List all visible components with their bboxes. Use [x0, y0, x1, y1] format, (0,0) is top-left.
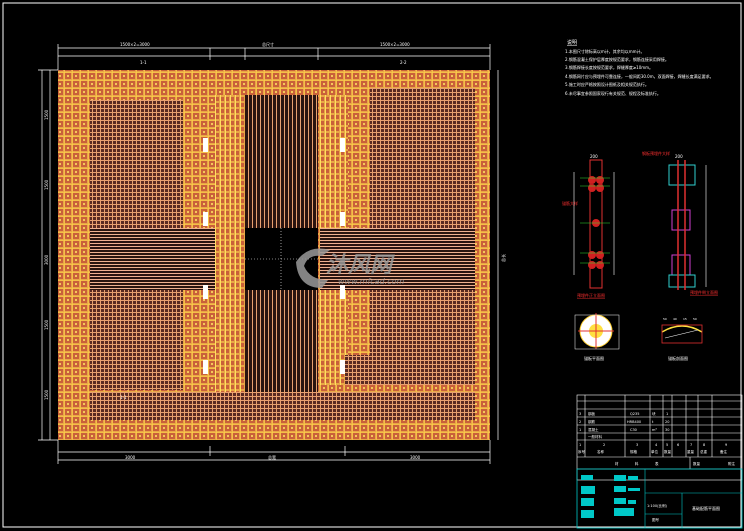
cell: 30	[665, 428, 669, 432]
cell: 混凝土	[588, 427, 599, 432]
cell: 6	[677, 443, 679, 447]
left-dim-3: 3000	[44, 254, 49, 265]
cell: m³	[652, 428, 657, 432]
cell: 单位	[651, 449, 659, 454]
cell: 序号	[578, 449, 586, 454]
cell: 4	[655, 443, 658, 447]
material-table-text: 3 钢板 Q235 块 1 2 钢筋 HRB400 t 20 1 混凝土 C30…	[578, 411, 736, 466]
note-1: 1.本图尺寸除标高以m计，其余均以mm计。	[565, 48, 645, 54]
scale-label: 1:100(比例)	[647, 503, 667, 508]
left-column-strip	[215, 95, 245, 415]
watermark-url: www.mfcad.com	[338, 277, 404, 286]
bottom-mesh-strip	[90, 392, 475, 420]
notes: 说明 1.本图尺寸除标高以m计，其余均以mm计。 2.钢筋混凝土保护层厚度按规范…	[565, 39, 714, 96]
material-table	[576, 394, 743, 481]
detail-4-dim-2: 40	[673, 317, 677, 321]
detail-4-dim-4: 50	[693, 317, 697, 321]
detail-4-dim-3: 15	[683, 317, 687, 321]
cell: 5	[666, 443, 668, 447]
right-dim: 总长	[500, 254, 506, 262]
detail-1-callout: 锚筋大样	[562, 200, 578, 206]
cell: 2	[579, 420, 581, 424]
bottom-dim-1: 3000	[125, 455, 136, 460]
detail-1-dim: 200	[590, 154, 598, 159]
cell: 总重	[700, 449, 708, 454]
cell: 一般材料	[588, 434, 602, 439]
cell: 1	[579, 443, 581, 447]
cell: 材	[615, 461, 619, 466]
cell: 9	[725, 443, 727, 447]
detail-anchor-plan: 锚板平面图	[574, 313, 620, 361]
cell: 数量	[664, 449, 672, 454]
cell: 1	[579, 428, 581, 432]
cell: 数量	[693, 461, 701, 466]
watermark: 沐风网 www.mfcad.com	[296, 248, 404, 288]
watermark-text: 沐风网	[326, 253, 395, 278]
detail-side-elevation: 钢板预埋件大样 200 预埋件侧立面图	[642, 150, 718, 295]
top-dim-1: 1500×2=3000	[120, 42, 150, 47]
top-mark-1: 1-1	[140, 60, 147, 65]
embedded-plates	[203, 138, 345, 374]
detail-4-dim-1: 50	[663, 317, 667, 321]
top-dim-3: 1500×2=3000	[380, 42, 410, 47]
detail-2-title: 预埋件侧立面图	[690, 289, 718, 295]
top-dim-2: 总尺寸	[262, 41, 274, 47]
dimension-texts: 1500×2=3000 总尺寸 1500×2=3000 1-1 2-2 3000…	[44, 41, 506, 460]
detail-anchor-section: 50 40 15 50 锚板剖面图	[661, 317, 703, 361]
detail-2-dim: 200	[675, 154, 683, 159]
left-dim-1: 1500	[44, 109, 49, 120]
cell: 8	[703, 443, 705, 447]
cell: 块	[652, 411, 656, 416]
cell: 7	[690, 443, 692, 447]
note-6: 6.未尽事宜参照国家现行有关规范、规程及标准执行。	[565, 90, 661, 96]
note-5: 5.施工时应严格按照设计图纸及相关规范执行。	[565, 81, 649, 87]
cell: Q235	[630, 412, 639, 416]
left-dim-2: 1500	[44, 179, 49, 190]
detail-1-title: 预埋件正立面图	[577, 292, 605, 298]
left-dim-4: 1500	[44, 319, 49, 330]
bottom-dim-2: 总宽	[268, 454, 276, 460]
note-3: 3.钢筋焊接长度按规范要求，焊缝厚度≥10mm。	[565, 64, 653, 70]
cell: 备注	[720, 449, 728, 454]
detail-4-title: 锚板剖面图	[668, 355, 688, 361]
right-rebar-band	[320, 228, 475, 290]
top-mark-2: 2-2	[400, 60, 407, 65]
cell: 3	[636, 443, 638, 447]
cell: 名称	[597, 449, 605, 454]
cell: 1	[666, 412, 668, 416]
cell: 重量	[687, 449, 695, 454]
bottom-dim-3: 3000	[410, 455, 421, 460]
cell: 钢筋	[588, 419, 596, 424]
sheet-number: 图号	[652, 517, 660, 522]
cell: 3	[579, 412, 581, 416]
cell: t	[652, 420, 654, 424]
detail-front-elevation: 锚筋大样 200 预埋件正立面图	[562, 154, 615, 298]
note-2: 2.钢筋混凝土保护层厚度按规范要求，钢筋连接采用焊接。	[565, 56, 669, 62]
cell: 规格	[630, 449, 638, 454]
detail-2-callout: 钢板预埋件大样	[642, 150, 670, 156]
detail-3-title: 锚板平面图	[584, 355, 604, 361]
cell: HRB400	[627, 420, 641, 424]
foundation-plan	[58, 70, 490, 440]
cell: 钢板	[588, 411, 596, 416]
cell: 料	[635, 461, 639, 466]
cell: C30	[630, 428, 637, 432]
dimension-lines	[38, 44, 499, 464]
note-4: 4.钢筋网片应与预埋件可靠连接，一般间距30.0m，双面焊接，焊缝长度满足要求。	[565, 73, 714, 79]
cell: 2	[603, 443, 605, 447]
watermark-logo-icon	[296, 248, 330, 288]
cell: 附注	[728, 461, 736, 466]
right-mesh-region	[370, 88, 475, 355]
notes-title: 说明	[567, 39, 577, 46]
cell: 表	[655, 461, 659, 466]
left-dim-5: 1500	[44, 389, 49, 400]
cell: 20	[665, 420, 669, 424]
title-block: 1:100(比例) 基础配筋平面图 图号	[576, 468, 743, 529]
bottom-label: 1-1	[120, 395, 127, 400]
drawing-name: 基础配筋平面图	[692, 505, 720, 511]
right-mesh-foot	[345, 355, 475, 385]
